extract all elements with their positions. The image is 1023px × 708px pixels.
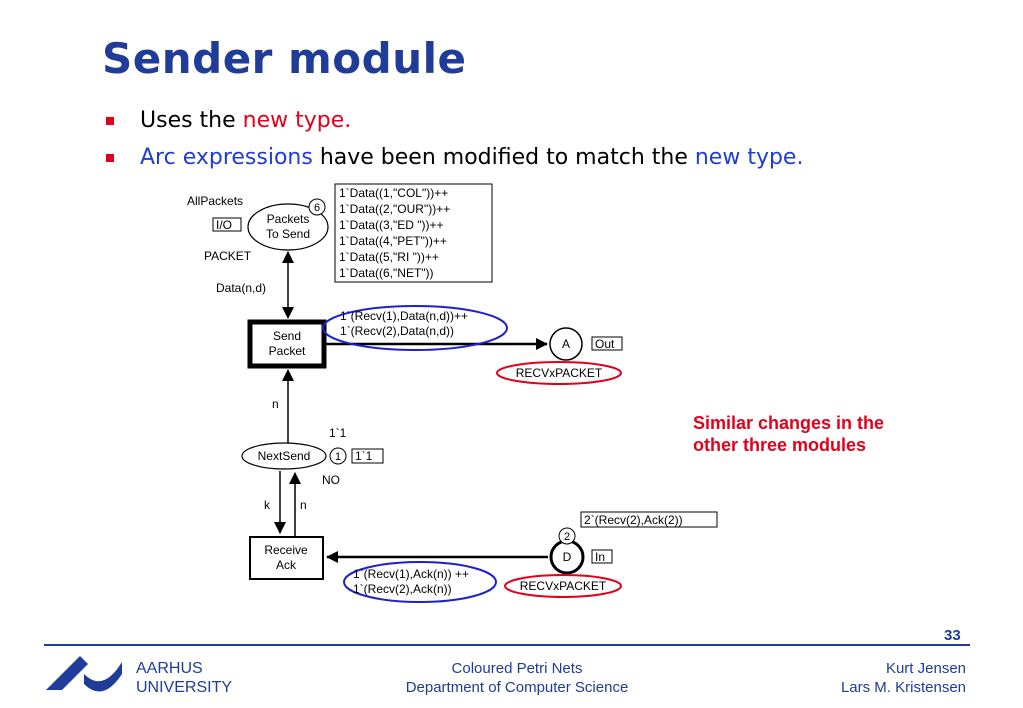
university-name: AARHUS UNIVERSITY — [136, 660, 233, 696]
marking-box-packets — [334, 183, 493, 283]
side-note: Similar changes in the other three modul… — [693, 412, 933, 456]
place-a-name: A — [562, 337, 570, 351]
port-label-in: In — [595, 550, 605, 564]
transition-label-line2: Ack — [276, 558, 297, 572]
arc-expressions-highlight: Arc expressions — [140, 145, 313, 170]
place-next-send — [241, 442, 327, 470]
arc-expr-line2: 1`(Recv(2),Data(n,d)) — [340, 324, 454, 338]
footer-divider — [44, 644, 970, 646]
footer-course-title: Coloured Petri Nets — [451, 660, 583, 677]
page-number: 33 — [944, 627, 961, 644]
marking-line: 1`Data((2,"OUR"))++ — [339, 202, 450, 216]
port-label-io: I/O — [216, 218, 232, 232]
place-packets-to-send — [247, 203, 329, 251]
place-d-name: D — [563, 550, 572, 564]
arc-expr-line1: 1`(Recv(1),Data(n,d))++ — [340, 309, 468, 323]
marking-d: 2`(Recv(2),Ack(2)) — [584, 513, 683, 527]
port-label-out: Out — [595, 337, 615, 351]
aarhus-university-logo — [46, 656, 122, 692]
token-count-packets: 6 — [314, 202, 320, 214]
transition-label-line1: Receive — [264, 543, 308, 557]
place-name-line1: Packets — [267, 212, 310, 226]
port-tag-out — [591, 336, 623, 351]
bullet-marker — [106, 154, 114, 162]
marking-line: 1`Data((3,"ED "))++ — [339, 218, 444, 232]
bullet-marker — [106, 117, 114, 125]
marking-box-d — [580, 511, 718, 528]
marking-line: 1`Data((5,"RI "))++ — [339, 250, 439, 264]
initial-marking-nextsend: 1`1 — [329, 426, 347, 440]
footer-authors: Kurt Jensen Lars M. Kristensen — [800, 659, 966, 697]
place-next-send-name: NextSend — [258, 449, 311, 463]
arc-label-data: Data(n,d) — [216, 281, 266, 295]
place-a — [549, 327, 583, 361]
slide-title: Sender module — [102, 34, 467, 83]
arc-expr-ack-line2: 1`(Recv(2),Ack(n)) — [353, 582, 452, 596]
marking-line: 1`Data((4,"PET"))++ — [339, 234, 447, 248]
place-type-packet: PACKET — [204, 249, 252, 263]
marking-line: 1`Data((6,"NET")) — [339, 266, 434, 280]
transition-send-packet — [247, 319, 327, 369]
arc-label-n: n — [272, 397, 279, 411]
side-note-line1: Similar changes in the — [693, 413, 885, 433]
marking-box-nextsend — [351, 448, 384, 464]
bullet-2-text: Arc expressions have been modified to ma… — [140, 145, 804, 170]
highlight-ellipse-ack-arc — [343, 561, 497, 603]
logo-swoosh-shape — [84, 662, 122, 692]
logo-slash-shape — [46, 656, 88, 690]
token-count-circle — [308, 198, 326, 216]
marking-line: 1`Data((1,"COL"))++ — [339, 186, 448, 200]
marking-nextsend: 1`1 — [355, 449, 373, 463]
place-name-line2: To Send — [266, 227, 310, 241]
port-tag-io — [212, 217, 242, 232]
transition-label-line2: Packet — [269, 344, 306, 358]
transition-label-line1: Send — [273, 329, 301, 343]
footer-author-1: Kurt Jensen — [885, 660, 966, 677]
new-type-highlight: new type. — [242, 108, 352, 133]
footer-course: Coloured Petri Nets Department of Comput… — [399, 659, 635, 697]
footer-author-2: Lars M. Kristensen — [840, 679, 966, 696]
side-note-line2: other three modules — [693, 435, 867, 455]
new-type-highlight-2: new type. — [694, 145, 804, 170]
highlight-ellipse-type-a — [496, 361, 622, 385]
fusion-label-allpackets: AllPackets — [187, 194, 243, 208]
transition-receive-ack — [249, 536, 324, 580]
token-count-circle — [558, 527, 576, 545]
token-count-circle — [329, 447, 347, 465]
packets-marking-lines: 1`Data((1,"COL"))++ 1`Data((2,"OUR"))++ … — [339, 186, 450, 280]
footer-department: Department of Computer Science — [405, 679, 629, 696]
arc-label-n2: n — [300, 498, 307, 512]
highlight-ellipse-type-d — [504, 574, 622, 598]
place-type-no: NO — [322, 473, 340, 487]
arc-expr-ack-line1: 1`(Recv(1),Ack(n)) ++ — [353, 567, 469, 581]
bullet-1-text: Uses the new type. — [140, 108, 352, 133]
token-count-d: 2 — [564, 531, 570, 543]
token-count-nextsend: 1 — [335, 451, 341, 463]
arc-label-k: k — [264, 498, 271, 512]
place-a-type: RECVxPACKET — [516, 366, 603, 380]
highlight-ellipse-send-arc — [322, 305, 508, 351]
port-tag-in — [591, 549, 613, 564]
place-d-type: RECVxPACKET — [520, 579, 607, 593]
